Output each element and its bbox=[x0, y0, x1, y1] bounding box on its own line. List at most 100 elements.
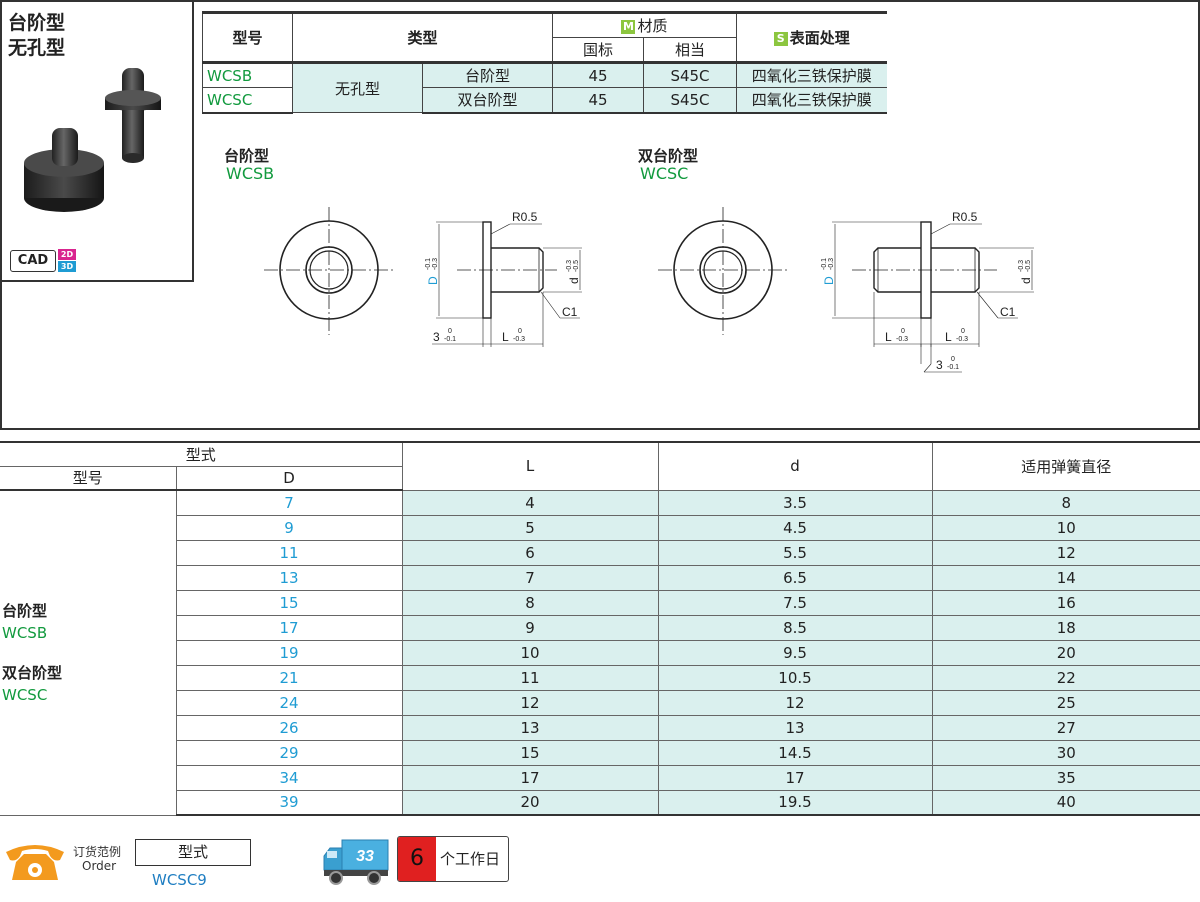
left-front-view bbox=[264, 207, 396, 335]
dim-cell-D: 11 bbox=[176, 539, 403, 566]
cad-3d-badge[interactable]: 3D bbox=[58, 261, 76, 272]
spec-header-surface-label: 表面处理 bbox=[789, 29, 850, 47]
dim-cell-L: 17 bbox=[401, 764, 659, 791]
right-side-view bbox=[832, 221, 1034, 373]
dim-cell-d: 13 bbox=[657, 714, 933, 741]
dim-cell-spring: 35 bbox=[931, 764, 1200, 791]
dim-cell-spring: 18 bbox=[931, 614, 1200, 641]
dim-cell-d: 12 bbox=[657, 689, 933, 716]
dim-cell-D: 26 bbox=[176, 714, 403, 741]
dim-cell-L: 6 bbox=[401, 539, 659, 566]
surface-mark: S bbox=[773, 32, 788, 46]
D-tol-bot: -0.3 bbox=[432, 258, 439, 270]
dim-cell-spring: 25 bbox=[931, 689, 1200, 716]
r05-label: R0.5 bbox=[512, 210, 538, 224]
dim-header-model: 型号 bbox=[0, 465, 177, 491]
dim-cell-d: 4.5 bbox=[657, 514, 933, 541]
d-tol-bot: -0.5 bbox=[1025, 260, 1032, 272]
three-label: 3 bbox=[936, 358, 943, 372]
model-code: WCSB bbox=[2, 623, 48, 642]
dim-header-spring: 适用弹簧直径 bbox=[931, 441, 1200, 491]
spec-row-equiv: S45C bbox=[643, 87, 737, 114]
drawing-right-title: 双台阶型 bbox=[638, 147, 699, 165]
model-name: 双台阶型 bbox=[2, 663, 63, 682]
dim-cell-L: 13 bbox=[401, 714, 659, 741]
D-tol-top: -0.1 bbox=[425, 258, 432, 270]
dim-header-form: 型式 bbox=[0, 441, 403, 467]
d-tol-top: -0.3 bbox=[566, 260, 573, 272]
dim-header-L: L bbox=[401, 441, 659, 491]
dim-cell-d: 10.5 bbox=[657, 664, 933, 691]
three-tol-top: 0 bbox=[448, 328, 452, 335]
dim-cell-L: 5 bbox=[401, 514, 659, 541]
technical-drawings: R0.5 C1 D -0.1 -0.3 d -0.3 -0.5 3 0 -0.1… bbox=[264, 207, 1034, 373]
dim-cell-D: 13 bbox=[176, 564, 403, 591]
dim-cell-d: 3.5 bbox=[657, 489, 933, 516]
dim-cell-d: 5.5 bbox=[657, 539, 933, 566]
spec-header-gb: 国标 bbox=[552, 37, 644, 63]
dim-cell-spring: 20 bbox=[931, 639, 1200, 666]
dim-cell-spring: 27 bbox=[931, 714, 1200, 741]
spec-header-equiv: 相当 bbox=[643, 37, 737, 63]
dim-cell-d: 17 bbox=[657, 764, 933, 791]
dim-cell-d: 7.5 bbox=[657, 589, 933, 616]
d-tol-bot: -0.5 bbox=[573, 260, 580, 272]
dim-cell-D: 34 bbox=[176, 764, 403, 791]
three-tol-bot: -0.1 bbox=[444, 336, 456, 343]
cad-label[interactable]: CAD bbox=[10, 250, 56, 272]
dimension-table: 型式 L d 适用弹簧直径 型号 D 台阶型 WCSB 双台阶型 WCSC 7 … bbox=[0, 441, 1200, 816]
drawing-left-code: WCSB bbox=[226, 164, 275, 183]
model-code: WCSC bbox=[2, 685, 48, 704]
dim-cell-spring: 8 bbox=[931, 489, 1200, 516]
dim-cell-L: 10 bbox=[401, 639, 659, 666]
cad-2d-badge[interactable]: 2D bbox=[58, 249, 76, 260]
L-tol-top: 0 bbox=[518, 328, 522, 335]
spec-row-subtype: 台阶型 bbox=[422, 61, 553, 88]
delivery-days-number: 6 bbox=[398, 837, 436, 881]
spec-row-surface: 四氧化三铁保护膜 bbox=[736, 61, 887, 88]
product-title-line2: 无孔型 bbox=[8, 37, 66, 59]
product-info-panel: 台阶型 无孔型 CAD 2D 3D bbox=[0, 0, 1200, 430]
dim-cell-D: 19 bbox=[176, 639, 403, 666]
truck-icon: 33 bbox=[323, 839, 389, 885]
d-tol-top: -0.3 bbox=[1018, 260, 1025, 272]
spec-header-type: 类型 bbox=[292, 11, 553, 63]
order-label-en: Order bbox=[82, 859, 117, 873]
dim-cell-D: 39 bbox=[176, 789, 403, 816]
spec-row-surface: 四氧化三铁保护膜 bbox=[736, 87, 887, 114]
dim-cell-D: 17 bbox=[176, 614, 403, 641]
dim-cell-D: 21 bbox=[176, 664, 403, 691]
drawing-right-code: WCSC bbox=[640, 164, 689, 183]
spec-header-material-label: 材质 bbox=[637, 17, 668, 35]
right-dim-labels: R0.5 C1 D -0.1 -0.3 d -0.3 -0.5 L 0 -0.3… bbox=[821, 210, 1033, 372]
dim-cell-D: 15 bbox=[176, 589, 403, 616]
dim-cell-spring: 30 bbox=[931, 739, 1200, 766]
dim-cell-D: 29 bbox=[176, 739, 403, 766]
delivery-days: 6 个工作日 bbox=[397, 836, 509, 882]
D-label: D bbox=[822, 276, 836, 285]
spec-row-model: WCSB bbox=[202, 61, 293, 88]
L-tol-bot: -0.3 bbox=[896, 336, 908, 343]
dim-cell-spring: 10 bbox=[931, 514, 1200, 541]
dim-cell-L: 7 bbox=[401, 564, 659, 591]
spec-header-model: 型号 bbox=[202, 11, 293, 63]
r05-label: R0.5 bbox=[952, 210, 978, 224]
dim-cell-spring: 22 bbox=[931, 664, 1200, 691]
L-tol-top: 0 bbox=[901, 328, 905, 335]
dim-header-D: D bbox=[175, 465, 402, 491]
three-tol-bot: -0.1 bbox=[947, 364, 959, 371]
order-form-box: 型式 bbox=[135, 839, 251, 866]
dim-model-cell: 台阶型 WCSB 双台阶型 WCSC bbox=[0, 489, 177, 816]
L-tol-top: 0 bbox=[961, 328, 965, 335]
dim-cell-L: 12 bbox=[401, 689, 659, 716]
c1-label: C1 bbox=[562, 305, 578, 319]
material-mark: M bbox=[621, 20, 636, 34]
delivery-days-label: 个工作日 bbox=[440, 850, 501, 868]
order-example: WCSC9 bbox=[152, 871, 207, 889]
dim-cell-L: 20 bbox=[401, 789, 659, 816]
dim-cell-spring: 16 bbox=[931, 589, 1200, 616]
dim-cell-d: 8.5 bbox=[657, 614, 933, 641]
phone-icon bbox=[6, 845, 64, 880]
dim-cell-L: 8 bbox=[401, 589, 659, 616]
